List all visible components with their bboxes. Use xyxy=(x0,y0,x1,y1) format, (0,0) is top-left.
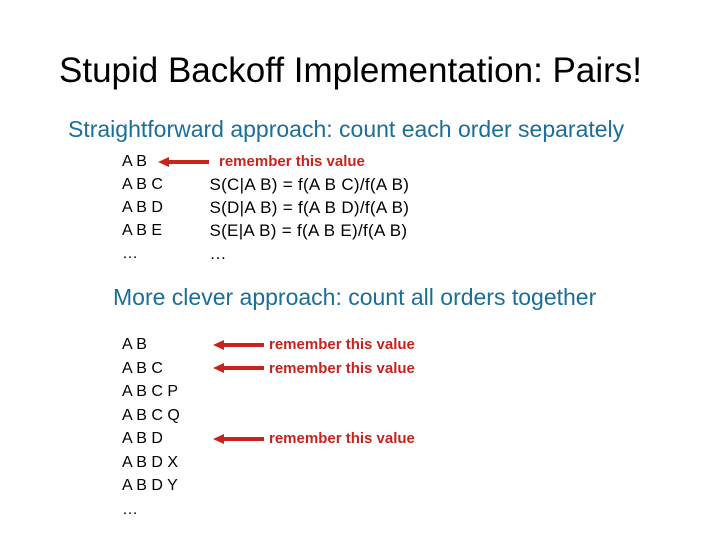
ngram-text: A B D xyxy=(122,430,163,447)
list-item: A B D Y xyxy=(122,474,205,498)
annotation-label: remember this value xyxy=(269,430,415,447)
formula-text: S(D|A B) = f(A B D)/f(A B) xyxy=(209,198,410,217)
ellipsis-text: … xyxy=(122,245,138,262)
list-item: A B C Q xyxy=(122,404,205,428)
annotation-label: remember this value xyxy=(269,359,415,377)
ngram-text: A B D xyxy=(122,199,163,216)
formula-text: S(C|A B) = f(A B C)/f(A B) xyxy=(209,175,410,194)
annotation: remember this value xyxy=(158,150,365,173)
page-title: Stupid Backoff Implementation: Pairs! xyxy=(59,51,642,90)
ellipsis-text: … xyxy=(209,244,227,263)
ngram-text: A B C xyxy=(122,359,163,377)
list-item: A B E S(E|A B) = f(A B E)/f(A B) xyxy=(122,219,409,242)
ngram-text: A B C P xyxy=(122,383,179,400)
list-item: A B C S(C|A B) = f(A B C)/f(A B) xyxy=(122,173,409,196)
section1-listing: A B remember this value A B C S(C|A B) =… xyxy=(122,150,409,265)
list-item: A B D remember this value xyxy=(122,427,415,451)
list-item: A B D S(D|A B) = f(A B D)/f(A B) xyxy=(122,196,409,219)
left-arrow-icon xyxy=(158,156,209,167)
ngram-text: A B C xyxy=(122,176,163,193)
list-item: A B C remember this value xyxy=(122,357,415,381)
ngram-text: A B C Q xyxy=(122,406,180,424)
section2-listing: A B remember this value A B C remember t… xyxy=(122,333,415,522)
list-item: A B D X xyxy=(122,451,205,475)
ngram-text: A B D X xyxy=(122,453,179,471)
ngram-text: A B D Y xyxy=(122,477,178,494)
annotation: remember this value xyxy=(213,333,415,357)
annotation-label: remember this value xyxy=(269,336,415,353)
annotation-label: remember this value xyxy=(219,153,365,170)
list-item: A B remember this value xyxy=(122,333,415,357)
list-item: … xyxy=(122,498,205,522)
list-item: … … xyxy=(122,242,409,265)
ngram-text: A B E xyxy=(122,222,163,239)
left-arrow-icon xyxy=(213,339,264,350)
annotation: remember this value xyxy=(213,427,415,451)
list-item: A B remember this value xyxy=(122,150,409,173)
annotation: remember this value xyxy=(213,357,415,381)
formula-text: S(E|A B) = f(A B E)/f(A B) xyxy=(209,221,408,240)
section1-heading: Straightforward approach: count each ord… xyxy=(68,116,625,142)
left-arrow-icon xyxy=(213,363,264,374)
left-arrow-icon xyxy=(213,433,264,444)
ngram-text: A B xyxy=(122,153,147,170)
ngram-text: A B xyxy=(122,336,147,353)
section2-heading: More clever approach: count all orders t… xyxy=(113,284,597,310)
list-item: A B C P xyxy=(122,380,205,404)
ellipsis-text: … xyxy=(122,500,138,518)
